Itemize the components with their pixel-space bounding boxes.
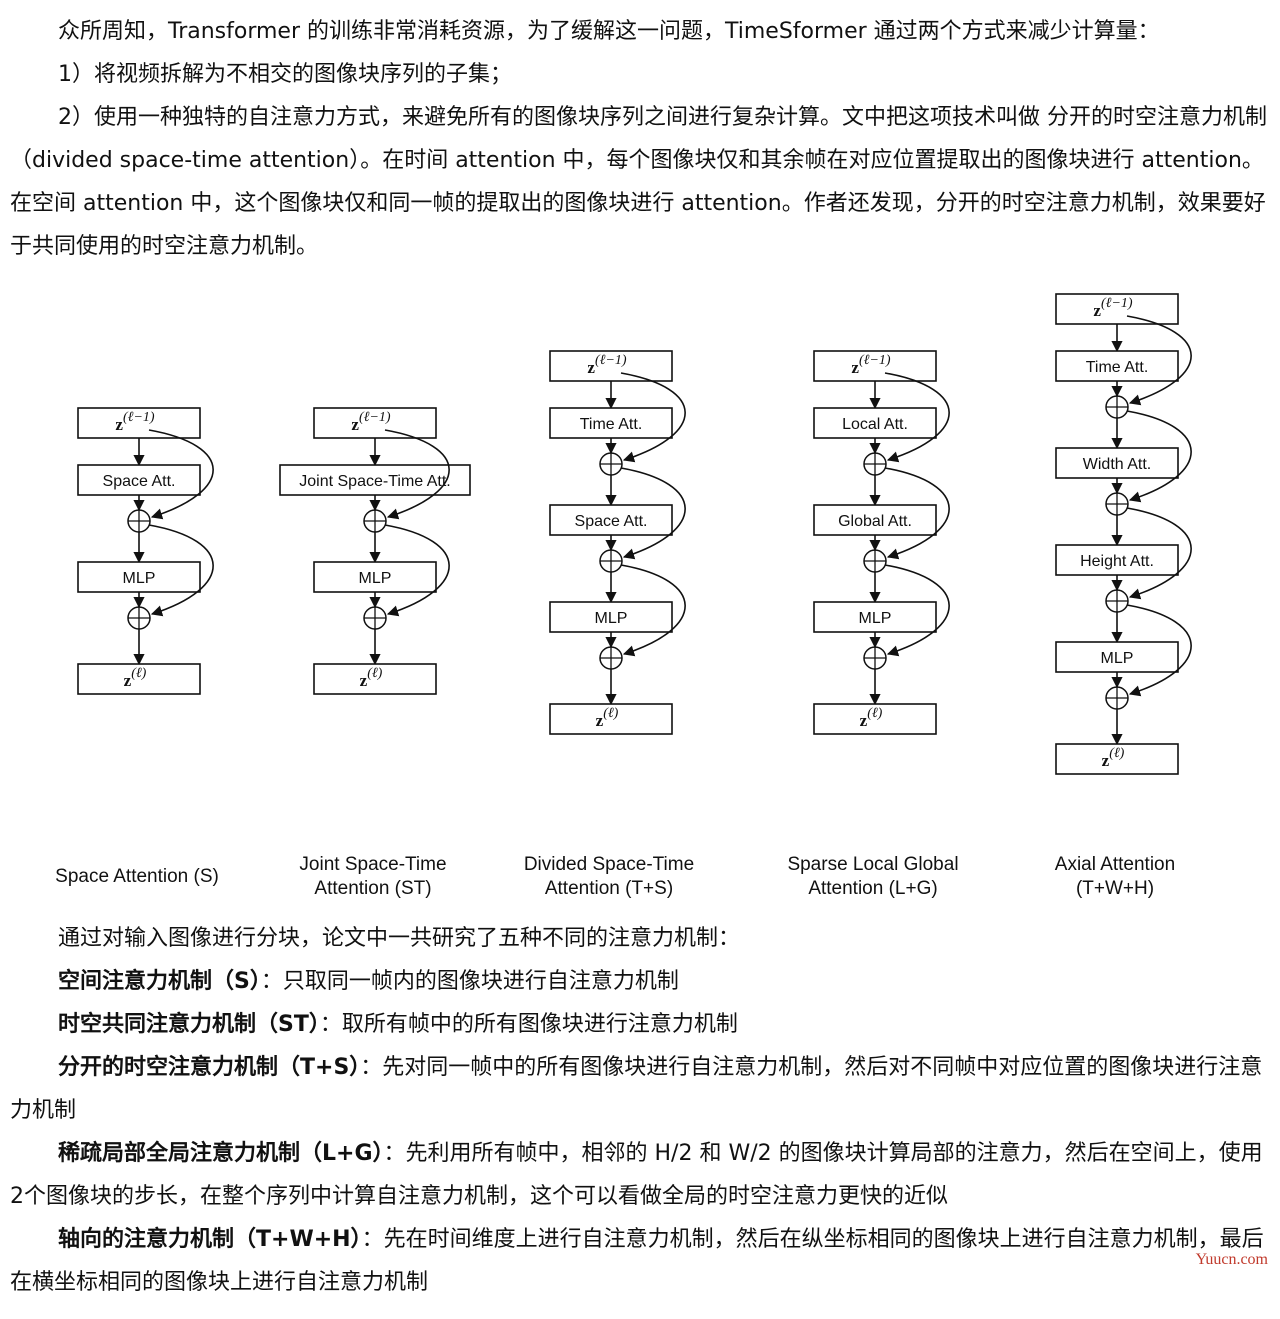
block-box [1055,641,1179,673]
residual-connection [1126,604,1192,697]
input-z-label: z(ℓ−1) [115,410,154,434]
intro-section: 众所周知，Transformer 的训练非常消耗资源，为了缓解这一问题，Time… [10,10,1272,268]
intro-item-2: 2）使用一种独特的自注意力方式，来避免所有的图像块序列之间进行复杂计算。文中把这… [10,105,1267,259]
residual-connection [148,524,214,617]
output-z-label: z(ℓ) [124,666,147,690]
output-z-box [813,703,937,735]
output-z-box [1055,743,1179,775]
intro-item-1: 1）将视频拆解为不相交的图像块序列的子集； [58,62,512,87]
definition-item: 稀疏局部全局注意力机制（L+G）：先利用所有帧中，相邻的 H/2 和 W/2 的… [10,1132,1272,1218]
block-label: MLP [859,610,892,627]
definition-desc: ：取所有帧中的所有图像块进行注意力机制 [319,1012,738,1037]
residual-connection [620,467,686,560]
residual-connection [620,564,686,657]
residual-connection [1126,507,1192,600]
input-z-label: z(ℓ−1) [351,410,390,434]
block-label: Space Att. [575,513,648,530]
block-label: Space Att. [103,473,176,490]
block-label: MLP [595,610,628,627]
output-z-box [313,663,437,695]
definition-term: 分开的时空注意力机制（T+S） [58,1055,361,1080]
residual-connection [1126,410,1192,503]
block-box [549,407,673,439]
input-z-box [549,350,673,382]
block-label: MLP [359,570,392,587]
residual-connection [884,372,950,463]
block-label: Height Att. [1080,553,1154,570]
block-label: MLP [123,570,156,587]
block-box [77,464,201,496]
diagram-caption: Axial Attention [1055,854,1175,875]
output-z-label: z(ℓ) [1102,746,1125,770]
residual-connection [384,524,450,617]
block-box [279,464,471,496]
input-z-box [313,407,437,439]
definition-item: 分开的时空注意力机制（T+S）：先对同一帧中的所有图像块进行自注意力机制，然后对… [10,1046,1272,1132]
residual-connection [884,564,950,657]
residual-connection [384,429,450,520]
diagram-caption: Joint Space-Time [299,854,446,875]
diagram-caption: Attention (T+S) [545,878,673,899]
definition-item: 空间注意力机制（S）：只取同一帧内的图像块进行自注意力机制 [10,960,1272,1003]
diagram-caption: Divided Space-Time [524,854,694,875]
definition-desc: ：先对同一帧中的所有图像块进行自注意力机制，然后对不同帧中对应位置的图像块进行注… [10,1055,1263,1123]
output-z-box [549,703,673,735]
output-z-label: z(ℓ) [360,666,383,690]
diagram-caption: Space Attention (S) [55,866,219,887]
block-box [813,407,937,439]
block-label: Global Att. [838,513,912,530]
block-box [813,504,937,536]
definitions-section: 通过对输入图像进行分块，论文中一共研究了五种不同的注意力机制： 空间注意力机制（… [10,917,1272,1304]
attention-diagram: z(ℓ−1) Space Att. MLP z(ℓ) Space Attention (… [55,293,1192,899]
residual-connection [620,372,686,463]
definition-desc: ：先在时间维度上进行自注意力机制，然后在纵坐标相同的图像块上进行自注意力机制，最… [10,1227,1264,1295]
block-label: Time Att. [580,416,643,433]
definition-desc: ：先利用所有帧中，相邻的 H/2 和 W/2 的图像块计算局部的注意力，然后在空… [10,1141,1263,1209]
input-z-box [77,407,201,439]
residual-connection [1126,315,1192,406]
block-label: Local Att. [842,416,908,433]
definition-term: 空间注意力机制（S） [58,969,261,994]
input-z-label: z(ℓ−1) [1093,296,1132,320]
definition-item: 时空共同注意力机制（ST）：取所有帧中的所有图像块进行注意力机制 [10,1003,1272,1046]
diagram-caption: Attention (ST) [314,878,431,899]
residual-connection [884,467,950,560]
output-z-box [77,663,201,695]
input-z-label: z(ℓ−1) [587,353,626,377]
diagram-caption: Sparse Local Global [787,854,958,875]
diagram-caption: Attention (L+G) [808,878,937,899]
output-z-label: z(ℓ) [860,706,883,730]
definition-desc: ：只取同一帧内的图像块进行自注意力机制 [260,969,679,994]
definition-term: 时空共同注意力机制（ST） [58,1012,320,1037]
block-box [313,561,437,593]
definitions-lead: 通过对输入图像进行分块，论文中一共研究了五种不同的注意力机制： [58,926,741,951]
input-z-label: z(ℓ−1) [851,353,890,377]
residual-connection [148,429,214,520]
block-label: Width Att. [1083,456,1151,473]
block-label: MLP [1101,650,1134,667]
block-label: Joint Space-Time Att. [299,473,450,490]
definition-term: 轴向的注意力机制（T+W+H） [58,1227,362,1252]
watermark: Yuucn.com [1195,1251,1268,1268]
intro-line: 众所周知，Transformer 的训练非常消耗资源，为了缓解这一问题，Time… [58,19,1160,44]
diagram-caption: (T+W+H) [1076,878,1154,899]
definition-term: 稀疏局部全局注意力机制（L+G） [58,1141,384,1166]
block-box [1055,447,1179,479]
block-box [77,561,201,593]
output-z-label: z(ℓ) [596,706,619,730]
block-box [813,601,937,633]
block-box [549,601,673,633]
block-label: Time Att. [1086,359,1149,376]
definition-item: 轴向的注意力机制（T+W+H）：先在时间维度上进行自注意力机制，然后在纵坐标相同… [10,1218,1272,1304]
